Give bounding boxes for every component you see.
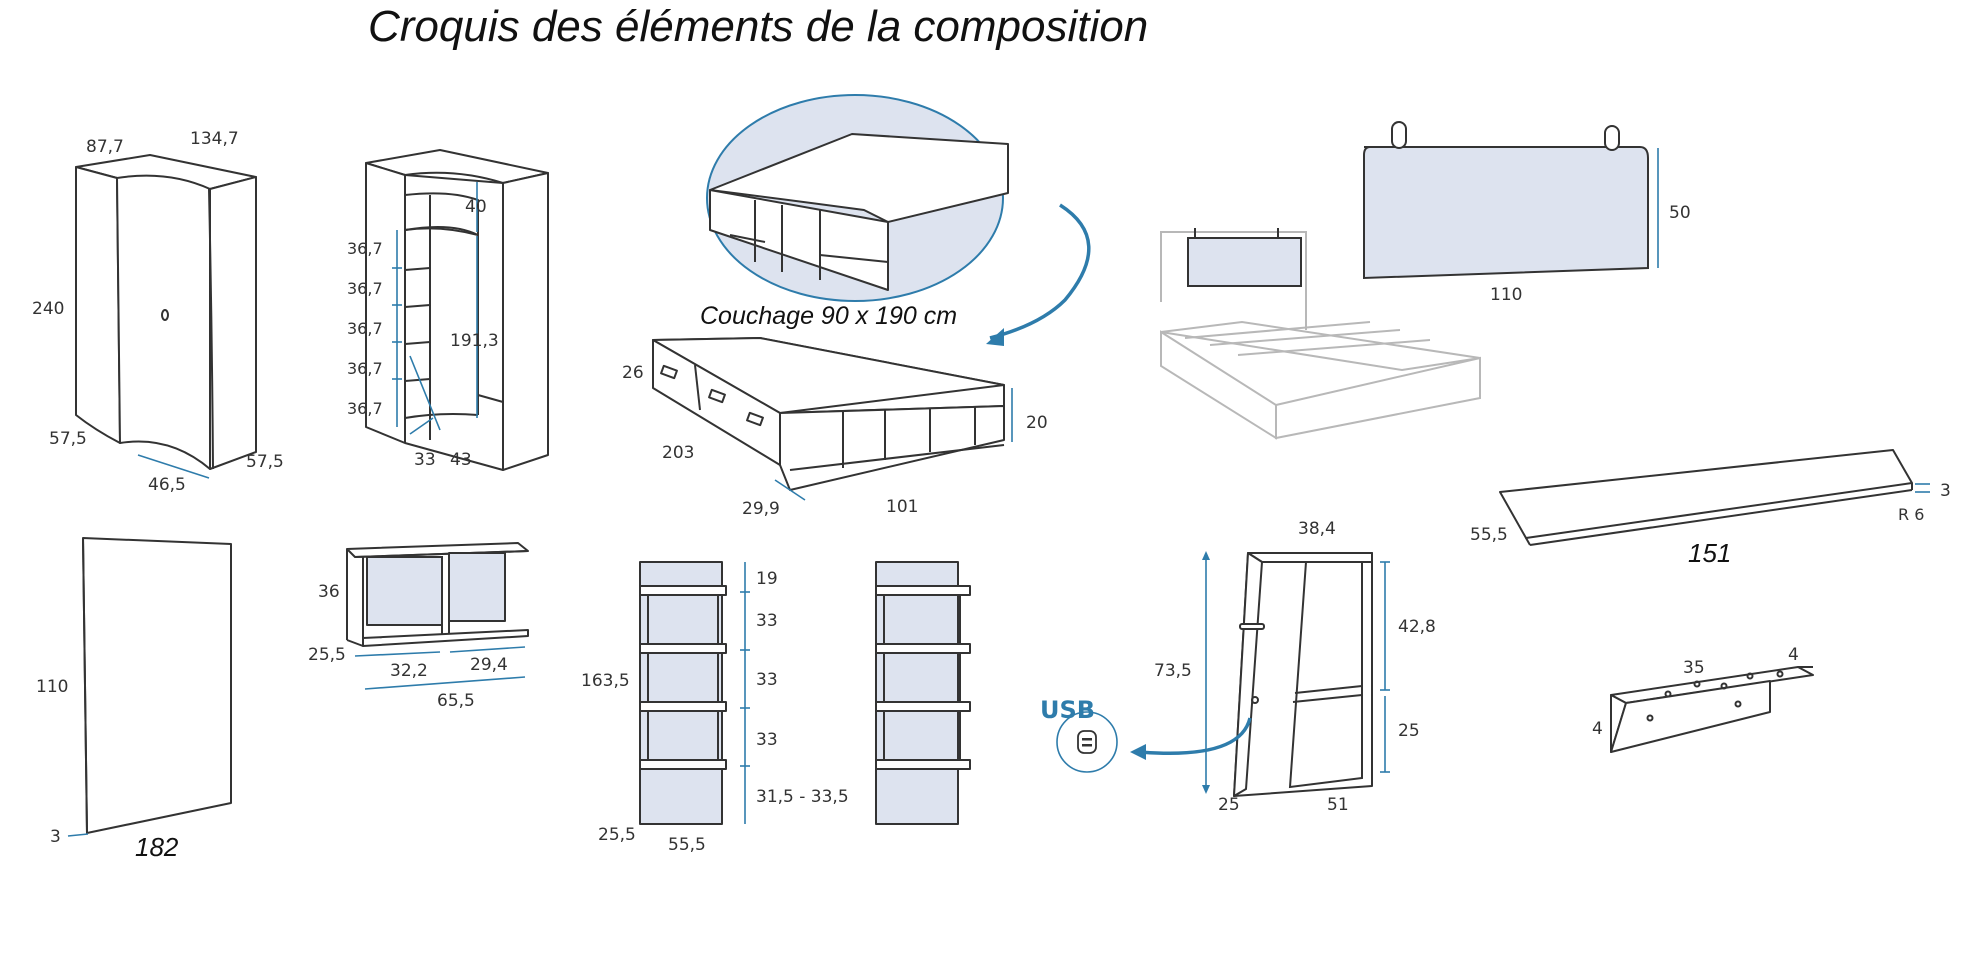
- interior-top-space: 40: [465, 197, 487, 217]
- interior-shelf-3: 36,7: [347, 319, 383, 338]
- wardrobe-side-left: 57,5: [49, 429, 87, 449]
- page-title: Croquis des éléments de la composition: [368, 2, 1149, 51]
- desk-radius: R 6: [1898, 505, 1924, 524]
- desk-top: 55,5 3 R 6 151: [1470, 449, 1951, 568]
- interior-bottom-right: 43: [450, 450, 472, 470]
- interior-shelf-4: 36,7: [347, 359, 383, 378]
- headboard-height: 50: [1669, 203, 1691, 223]
- bed-width: 101: [886, 497, 918, 517]
- mini-headboard: [1187, 237, 1302, 287]
- nightstand-height: 73,5: [1154, 661, 1192, 681]
- low-shelf-depth: 25,5: [308, 645, 346, 665]
- low-shelf: 36 25,5 32,2 29,4 65,5: [308, 542, 529, 711]
- bracket-height: 4: [1592, 719, 1603, 739]
- nightstand-width: 51: [1327, 795, 1349, 815]
- headboard: [1363, 146, 1649, 280]
- wall-shelf-plain: [875, 561, 971, 825]
- drawer-handle-icon: [746, 411, 764, 427]
- usb-icon: [1077, 730, 1097, 754]
- wall-shelf-height: 163,5: [581, 671, 630, 691]
- wall-shelf-width: 55,5: [668, 835, 706, 855]
- arrow-icon: [986, 328, 1004, 346]
- low-shelf-width: 65,5: [437, 691, 475, 711]
- bed-height: 20: [1026, 413, 1048, 433]
- wardrobe-depth-right: 134,7: [190, 129, 239, 149]
- interior-shelf-1: 36,7: [347, 239, 383, 258]
- bed-length: 203: [662, 443, 694, 463]
- nightstand-lower: 25: [1398, 721, 1420, 741]
- handle-icon: [161, 309, 169, 321]
- bracket-width: 4: [1788, 645, 1799, 665]
- wall-shelf-space-3: 33: [756, 730, 778, 750]
- drawer-handle-icon: [708, 388, 726, 404]
- headboard-hook-right: [1604, 125, 1620, 151]
- drawer-handle-icon: [1239, 623, 1265, 630]
- headboard-width: 110: [1490, 285, 1522, 305]
- bed-height-side: 26: [622, 363, 644, 383]
- wall-shelf-space-2: 33: [756, 670, 778, 690]
- desk-depth: 55,5: [1470, 525, 1508, 545]
- usb-circle: [1056, 711, 1118, 773]
- usb-port-icon: [1251, 696, 1259, 704]
- low-shelf-section-1: 32,2: [390, 661, 428, 681]
- tall-panel: 110 3 182: [36, 537, 232, 862]
- panel-height: 110: [36, 677, 68, 697]
- nightstand-depth: 25: [1218, 795, 1240, 815]
- bracket-length: 35: [1683, 658, 1705, 678]
- nightstand-upper: 42,8: [1398, 617, 1436, 637]
- panel-length: 182: [135, 832, 179, 862]
- low-shelf-section-2: 29,4: [470, 655, 508, 675]
- wardrobe-height: 240: [32, 299, 64, 319]
- interior-hanging-height: 191,3: [450, 331, 499, 351]
- interior-shelf-2: 36,7: [347, 279, 383, 298]
- arrow-icon: [1130, 744, 1146, 760]
- headboard-hook-left: [1391, 121, 1407, 149]
- wall-shelf-dimensioned: 19 33 33 33 31,5 - 33,5 163,5 25,5 55,5: [581, 561, 849, 855]
- interior-shelf-5: 36,7: [347, 399, 383, 418]
- desk-length: 151: [1688, 538, 1731, 568]
- storage-bed: Couchage 90 x 190 cm 26 203 20 29,9 101: [622, 94, 1091, 519]
- interior-bottom-left: 33: [414, 450, 436, 470]
- headboard-scene: 50 110: [1160, 121, 1691, 440]
- wardrobe-depth-left: 87,7: [86, 137, 124, 157]
- nightstand-top-width: 38,4: [1298, 519, 1336, 539]
- shelf-bracket: 35 4 4: [1592, 645, 1814, 753]
- wardrobe-side-right: 57,5: [246, 452, 284, 472]
- usb-label: USB: [1040, 696, 1095, 724]
- corner-wardrobe-interior: 36,7 36,7 36,7 36,7 36,7 40 191,3 33 43: [347, 149, 549, 471]
- wardrobe-front: 46,5: [148, 475, 186, 495]
- bed-drawer-depth: 29,9: [742, 499, 780, 519]
- nightstand: USB 38,4 73,5 42,8 25 25 51: [1040, 519, 1436, 815]
- drawer-handle-icon: [660, 364, 678, 380]
- wall-shelf-space-1: 33: [756, 611, 778, 631]
- panel-thickness: 3: [50, 827, 61, 847]
- wall-shelf-depth: 25,5: [598, 825, 636, 845]
- wall-shelf-bottom-space: 31,5 - 33,5: [756, 787, 849, 807]
- wall-shelf-top-space: 19: [756, 569, 778, 589]
- low-shelf-height: 36: [318, 582, 340, 602]
- corner-wardrobe-exterior: 87,7 134,7 240 57,5 46,5 57,5: [32, 129, 284, 495]
- bed-caption: Couchage 90 x 190 cm: [700, 302, 957, 330]
- desk-thickness: 3: [1940, 481, 1951, 501]
